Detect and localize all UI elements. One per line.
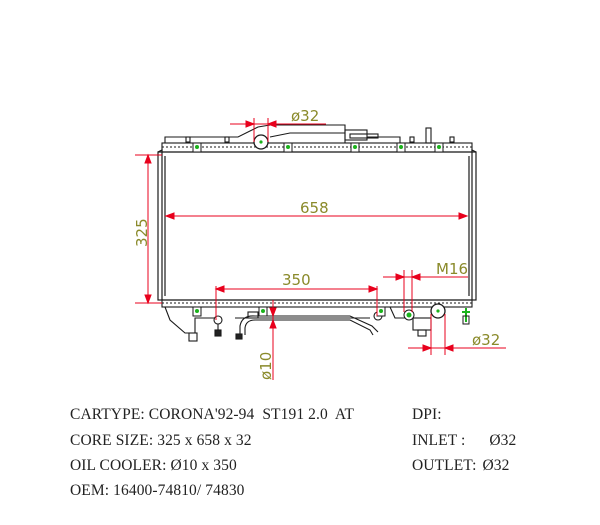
dim-width-label: 658: [300, 199, 329, 217]
radiator-technical-drawing: 325 658 350 ø32 ø32 M16 ø10: [133, 107, 506, 380]
spec-oil-cooler: OIL COOLER: Ø10 x 350: [70, 457, 237, 475]
spec-core-size: CORE SIZE: 325 x 658 x 32: [70, 432, 252, 450]
spec-value: CORONA'92-94 ST191 2.0 AT: [148, 406, 355, 423]
spec-value: Ø32: [482, 457, 510, 474]
spec-dpi: DPI:: [412, 406, 442, 424]
dim-height-label: 325: [133, 218, 151, 247]
spec-label: CORE SIZE:: [70, 432, 154, 449]
spec-label: INLET :: [412, 432, 466, 449]
spec-label: DPI:: [412, 406, 442, 423]
dim-inlet-label: ø32: [291, 107, 319, 125]
clipped-text-line: ​: [70, 518, 220, 525]
dim-outlet-label: ø32: [472, 331, 500, 349]
top-tank: [161, 124, 473, 153]
dimension-lines: [135, 118, 506, 380]
bottom-bolts: [192, 306, 415, 321]
spec-label: OUTLET:: [412, 457, 477, 474]
oil-cooler: [213, 311, 383, 340]
spec-value: 16400-74810/ 74830: [113, 482, 245, 499]
dim-drain-thread-label: M16: [436, 260, 468, 278]
outlet-pipe: [430, 303, 446, 319]
spec-cartype: CARTYPE: CORONA'92-94 ST191 2.0 AT: [70, 406, 354, 424]
spec-value: Ø10 x 350: [170, 457, 237, 474]
spec-label: OIL COOLER:: [70, 457, 167, 474]
dim-oil-cooler-length-label: 350: [282, 271, 311, 289]
dim-oil-cooler-dia-label: ø10: [257, 352, 275, 380]
spec-label: OEM:: [70, 482, 110, 499]
top-bolts: [192, 142, 444, 153]
drain-plug: [462, 308, 470, 325]
spec-oem: OEM: 16400-74810/ 74830: [70, 482, 245, 500]
inlet-pipe: [253, 134, 269, 150]
spec-value: 325 x 658 x 32: [157, 432, 252, 449]
spec-value: Ø32: [489, 432, 517, 449]
spec-inlet: INLET : Ø32: [412, 432, 516, 450]
spec-label: CARTYPE:: [70, 406, 145, 423]
spec-outlet: OUTLET: Ø32: [412, 457, 510, 475]
